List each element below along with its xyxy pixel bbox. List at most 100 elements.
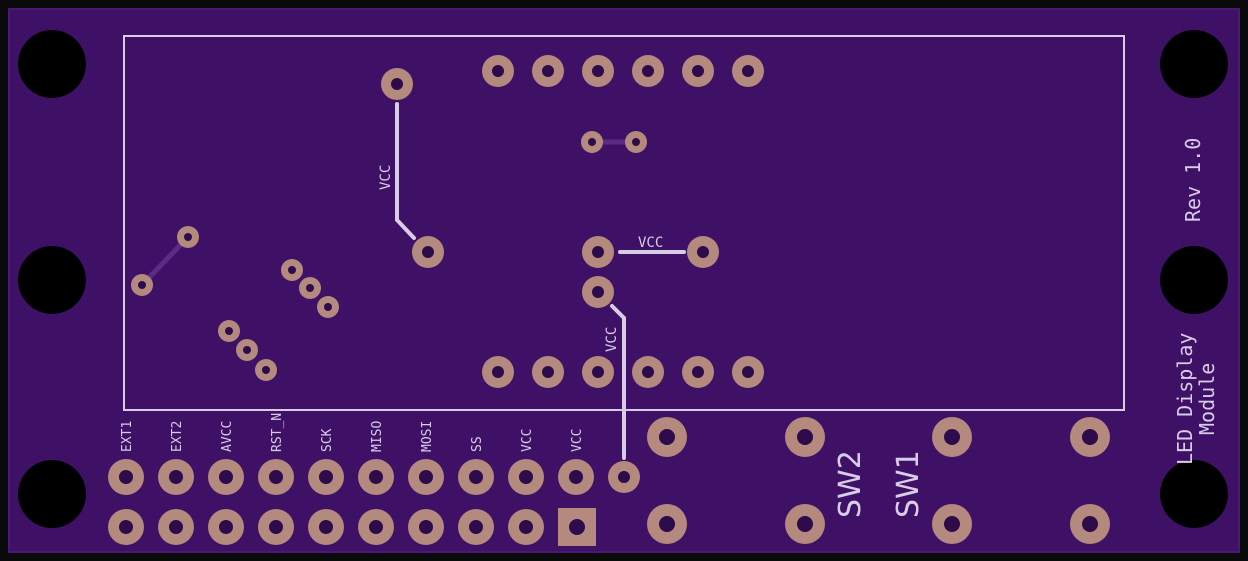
switch-label-sw2: SW2	[833, 450, 868, 518]
via-vcc-left-top	[381, 68, 413, 100]
header-bottom-pin-4	[258, 509, 294, 545]
mount-hole-mid-right	[1160, 246, 1228, 314]
header-top-pin-1	[108, 459, 144, 495]
header-top-pin-2	[158, 459, 194, 495]
mounting-holes	[18, 30, 1228, 528]
pad-diagonal-bottom	[131, 274, 153, 296]
switch-pad-7-hole	[944, 516, 960, 532]
mount-hole-top-right	[1160, 30, 1228, 98]
transistor-b-pad-3	[255, 359, 277, 381]
switch-pad-2	[785, 417, 825, 457]
display-pad-top-3-hole	[592, 65, 604, 77]
display-pad-top-5-hole	[692, 65, 704, 77]
header-pin-label-5: SCK	[320, 428, 335, 452]
header-top-pin-10-hole	[569, 470, 583, 484]
transistor-b-pad-1	[218, 320, 240, 342]
switch-pad-8	[1070, 504, 1110, 544]
switch-pad-3-hole	[944, 429, 960, 445]
mount-hole-bottom-left	[18, 460, 86, 528]
pad-vcc-mid-left	[582, 236, 614, 268]
display-pad-bottom-1	[482, 356, 514, 388]
pad-vcc-mid-right	[687, 236, 719, 268]
header-pin-label-2: EXT2	[170, 421, 185, 452]
header-bottom-pin-8-hole	[469, 520, 483, 534]
header-top-pin-5	[308, 459, 344, 495]
header-pin-label-10: VCC	[570, 429, 585, 452]
header-bottom-pin-6	[358, 509, 394, 545]
header-top-pin-4-hole	[269, 470, 283, 484]
trace-vcc-lower	[610, 304, 626, 460]
display-pad-bottom-6	[732, 356, 764, 388]
display-pad-top-1-hole	[492, 65, 504, 77]
display-pad-bottom-1-hole	[492, 366, 504, 378]
header-bottom-pin-3	[208, 509, 244, 545]
header-top-pin-7	[408, 459, 444, 495]
header-top-pin-1-hole	[119, 470, 133, 484]
switch-pad-5	[647, 504, 687, 544]
board-title-line1: LED Display	[1173, 333, 1197, 465]
header-bottom-pin-2	[158, 509, 194, 545]
header-bottom-pin-8	[458, 509, 494, 545]
display-pad-top-4	[632, 55, 664, 87]
header-top-pin-8	[458, 459, 494, 495]
transistor-a-pad-2-hole	[306, 284, 314, 292]
traces	[395, 102, 686, 460]
pad-vcc-lower-bottom-hole	[618, 471, 630, 483]
transistor-a-pad-1	[281, 259, 303, 281]
header-bottom-pin-9	[508, 509, 544, 545]
header-top-pin-8-hole	[469, 470, 483, 484]
via-vcc-left-bottom-hole	[422, 246, 434, 258]
display-pad-top-2	[532, 55, 564, 87]
header-top-pin-2-hole	[169, 470, 183, 484]
switch-pad-3	[932, 417, 972, 457]
header-pin-label-3: AVCC	[220, 421, 235, 452]
switch-pad-1-hole	[659, 429, 675, 445]
net-label-vcc-middle: VCC	[638, 235, 663, 251]
header-top-pin-3-hole	[219, 470, 233, 484]
transistor-b-pad-3-hole	[262, 366, 270, 374]
display-pad-bottom-3-hole	[592, 366, 604, 378]
board-title-line2: Module	[1195, 363, 1219, 435]
switch-pad-4-hole	[1082, 429, 1098, 445]
transistor-b-pad-2-hole	[243, 346, 251, 354]
via-vcc-left-bottom	[412, 236, 444, 268]
display-pad-top-5	[682, 55, 714, 87]
switch-pad-6	[785, 504, 825, 544]
pad-vcc-lower-top-hole	[592, 286, 604, 298]
header-pin-label-8: SS	[470, 436, 485, 452]
header-pin-label-4: RST_N	[270, 413, 285, 452]
board-revision: Rev 1.0	[1181, 138, 1205, 222]
switch-pad-2-hole	[797, 429, 813, 445]
transistor-a-pad-3	[317, 296, 339, 318]
transistor-a-pad-1-hole	[288, 266, 296, 274]
via-small-left	[581, 131, 603, 153]
header-bottom-pin-7	[408, 509, 444, 545]
pad-diagonal-bottom-hole	[138, 281, 146, 289]
display-pad-bottom-3	[582, 356, 614, 388]
display-pad-bottom-6-hole	[742, 366, 754, 378]
pad-vcc-lower-bottom	[608, 461, 640, 493]
transistor-a-pad-2	[299, 277, 321, 299]
header-bottom-pin-2-hole	[169, 520, 183, 534]
header-bottom-pin-4-hole	[269, 520, 283, 534]
display-pad-bottom-4-hole	[642, 366, 654, 378]
via-small-right	[625, 131, 647, 153]
header-bottom-pin-3-hole	[219, 520, 233, 534]
header-bottom-pin-1-hole	[119, 520, 133, 534]
via-small-left-hole	[588, 138, 596, 146]
display-pad-top-3	[582, 55, 614, 87]
display-pad-top-1	[482, 55, 514, 87]
header-pin-label-9: VCC	[520, 429, 535, 452]
header-pin-label-6: MISO	[370, 421, 385, 452]
switch-pad-1	[647, 417, 687, 457]
header-bottom-pin-9-hole	[519, 520, 533, 534]
header-pin-1-hole	[569, 519, 585, 535]
header-top-pin-9-hole	[519, 470, 533, 484]
display-pad-top-2-hole	[542, 65, 554, 77]
header-bottom-pin-1	[108, 509, 144, 545]
header-top-pin-4	[258, 459, 294, 495]
display-pad-bottom-5-hole	[692, 366, 704, 378]
display-pad-top-4-hole	[642, 65, 654, 77]
